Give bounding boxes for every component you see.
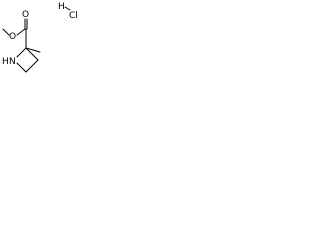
ring-c2-n-bond <box>16 47 27 58</box>
methyl-o-bond <box>2 28 10 36</box>
ring-c3-c2-bond <box>25 47 39 61</box>
ester-o-carbonyl-bond <box>16 28 26 36</box>
ring-c4-c3-bond <box>25 59 39 73</box>
ester-oxygen-label: O <box>9 32 16 42</box>
salt-chlorine-label: Cl <box>69 11 78 21</box>
ring-nitrogen-label: N <box>9 57 16 67</box>
chemical-structure: H Cl O O H N <box>2 2 78 73</box>
ring-n-c4-bond <box>16 62 27 73</box>
ring-methyl-bond <box>25 47 41 53</box>
carbonyl-oxygen-label: O <box>22 10 29 20</box>
ring-nh-hydrogen-label: H <box>2 57 9 67</box>
salt-hydrogen-label: H <box>58 2 65 12</box>
salt-h-cl-bond <box>64 6 71 11</box>
